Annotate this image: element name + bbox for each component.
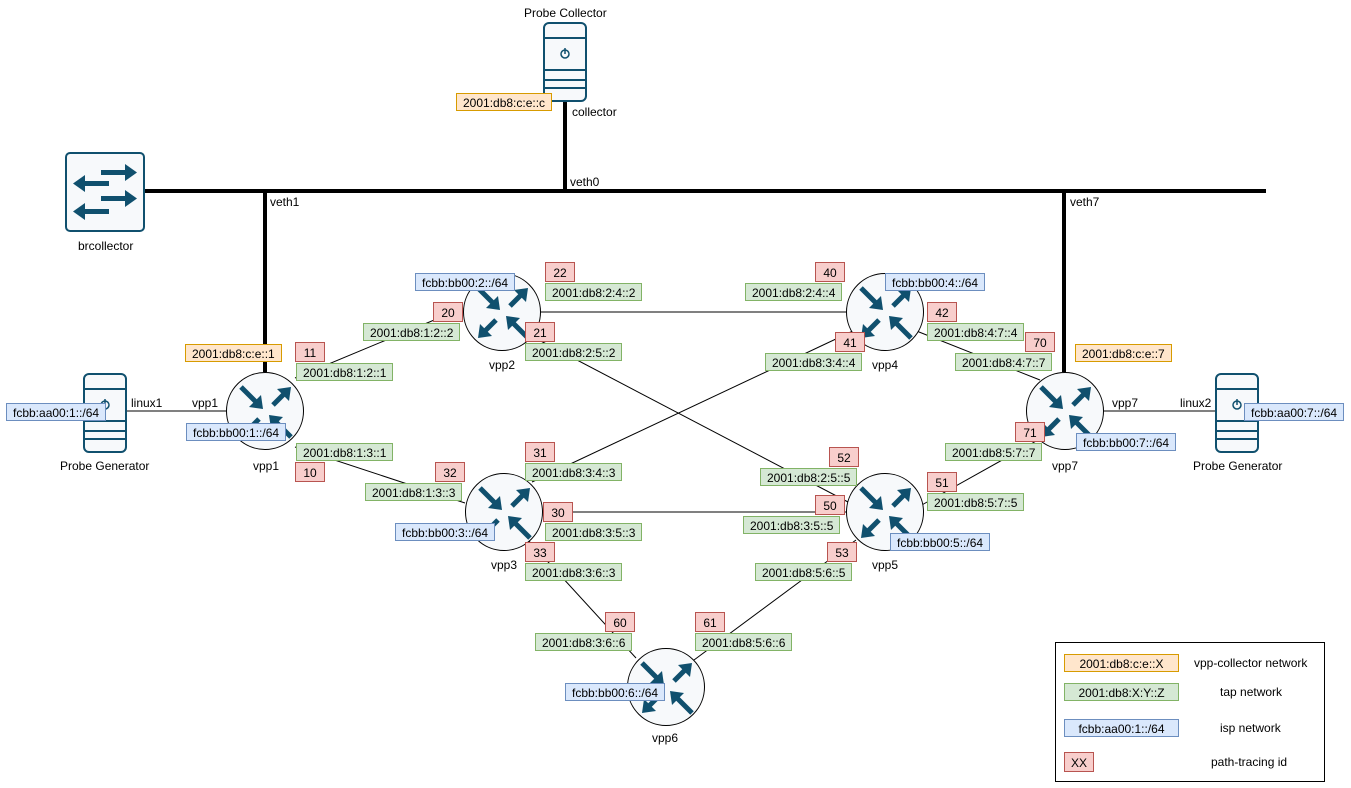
legend-desc-isp: isp network — [1220, 721, 1281, 735]
tap-address: 2001:db8:2:4::2 — [545, 283, 643, 301]
legend-sample-isp: fcbb:aa00:1::/64 — [1064, 719, 1179, 737]
path-tracing-id: 42 — [927, 302, 957, 322]
legend: 2001:db8:c:e::X vpp-collector network 20… — [1055, 642, 1325, 782]
legend-desc-tap: tap network — [1220, 685, 1283, 699]
tap-address: 2001:db8:2:4::4 — [745, 283, 843, 301]
switch-icon[interactable] — [65, 152, 145, 232]
collector-address: 2001:db8:c:e::c — [456, 93, 553, 111]
tap-address: 2001:db8:2:5::5 — [760, 468, 858, 486]
probe-collector-title: Probe Collector — [524, 6, 607, 20]
tap-address: 2001:db8:5:7::5 — [927, 493, 1025, 511]
vpp7-interface-label: vpp7 — [1112, 396, 1139, 410]
legend-sample-tap: 2001:db8:X:Y::Z — [1064, 683, 1179, 701]
router-vpp3-name: vpp3 — [491, 558, 518, 572]
path-tracing-id: 71 — [1015, 422, 1045, 442]
path-tracing-id: 61 — [695, 612, 725, 632]
collector-server-icon[interactable] — [543, 22, 587, 102]
tap-address: 2001:db8:1:3::1 — [296, 443, 394, 461]
legend-sample-id: XX — [1064, 752, 1094, 772]
vpp3-isp-address: fcbb:bb00:3::/64 — [395, 523, 496, 541]
tap-address: 2001:db8:1:2::2 — [363, 323, 461, 341]
tap-address: 2001:db8:3:4::3 — [525, 463, 623, 481]
path-tracing-id: 70 — [1025, 332, 1055, 352]
tap-address: 2001:db8:1:2::1 — [296, 363, 394, 381]
probe-generator-right-isp-address: fcbb:aa00:7::/64 — [1244, 403, 1345, 421]
path-tracing-id: 21 — [525, 322, 555, 342]
veth1-label: veth1 — [270, 195, 300, 209]
vpp1-collector-address: 2001:db8:c:e::1 — [185, 344, 282, 362]
path-tracing-id: 20 — [433, 302, 463, 322]
path-tracing-id: 52 — [829, 447, 859, 467]
path-tracing-id: 60 — [605, 612, 635, 632]
tap-address: 2001:db8:2:5::2 — [525, 343, 623, 361]
path-tracing-id: 31 — [525, 442, 555, 462]
path-tracing-id: 50 — [815, 495, 845, 515]
router-vpp4-name: vpp4 — [872, 358, 899, 372]
path-tracing-id: 22 — [545, 262, 575, 282]
tap-address: 2001:db8:3:5::3 — [545, 523, 643, 541]
path-tracing-id: 51 — [927, 472, 957, 492]
tap-address: 2001:db8:3:6::3 — [525, 563, 623, 581]
brcollector-label: brcollector — [78, 239, 134, 253]
probe-generator-left-title: Probe Generator — [60, 459, 150, 473]
vpp5-isp-address: fcbb:bb00:5::/64 — [890, 533, 991, 551]
router-vpp6-name: vpp6 — [652, 731, 679, 745]
linux2-label: linux2 — [1180, 396, 1212, 410]
tap-address: 2001:db8:3:5::5 — [743, 516, 841, 534]
tap-address: 2001:db8:5:6::6 — [695, 633, 793, 651]
router-vpp5-icon[interactable] — [846, 473, 924, 551]
vpp4-isp-address: fcbb:bb00:4::/64 — [885, 273, 986, 291]
collector-label: collector — [572, 105, 617, 119]
tap-address: 2001:db8:3:6::6 — [535, 633, 633, 651]
tap-address: 2001:db8:5:7::7 — [945, 443, 1043, 461]
legend-desc-collector: vpp-collector network — [1194, 656, 1308, 670]
path-tracing-id: 40 — [815, 262, 845, 282]
path-tracing-id: 53 — [827, 542, 857, 562]
probe-generator-left-isp-address: fcbb:aa00:1::/64 — [6, 403, 107, 421]
tap-address: 2001:db8:4:7::4 — [927, 323, 1025, 341]
vpp1-isp-address: fcbb:bb00:1::/64 — [186, 423, 287, 441]
veth7-label: veth7 — [1070, 195, 1100, 209]
linux1-label: linux1 — [131, 396, 163, 410]
path-tracing-id: 10 — [295, 462, 325, 482]
veth0-label: veth0 — [570, 175, 600, 189]
legend-desc-id: path-tracing id — [1211, 755, 1288, 769]
vpp7-isp-address: fcbb:bb00:7::/64 — [1076, 433, 1177, 451]
router-vpp7-name: vpp7 — [1052, 459, 1079, 473]
tap-address: 2001:db8:3:4::4 — [765, 353, 863, 371]
probe-generator-right-title: Probe Generator — [1193, 459, 1283, 473]
tap-address: 2001:db8:1:3::3 — [365, 483, 463, 501]
legend-sample-collector: 2001:db8:c:e::X — [1064, 654, 1179, 672]
router-vpp5-name: vpp5 — [872, 558, 899, 572]
path-tracing-id: 32 — [435, 462, 465, 482]
router-vpp1-name: vpp1 — [253, 459, 280, 473]
tap-address: 2001:db8:5:6::5 — [755, 563, 853, 581]
router-vpp2-name: vpp2 — [489, 358, 516, 372]
path-tracing-id: 41 — [835, 332, 865, 352]
path-tracing-id: 33 — [525, 542, 555, 562]
vpp1-interface-label: vpp1 — [192, 396, 219, 410]
path-tracing-id: 11 — [295, 342, 325, 362]
vpp2-isp-address: fcbb:bb00:2::/64 — [415, 273, 516, 291]
vpp6-isp-address: fcbb:bb00:6::/64 — [565, 683, 666, 701]
tap-address: 2001:db8:4:7::7 — [955, 353, 1053, 371]
vpp7-collector-address: 2001:db8:c:e::7 — [1075, 344, 1172, 362]
path-tracing-id: 30 — [543, 502, 573, 522]
